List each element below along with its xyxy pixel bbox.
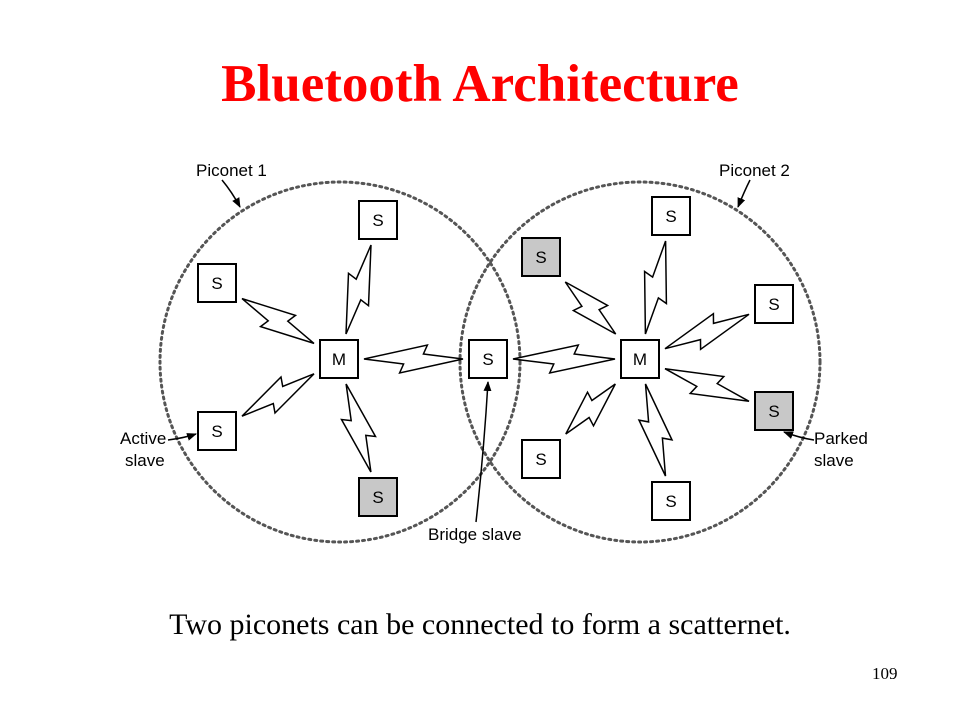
piconet-1-boundary [158,180,522,544]
master-2-letter: M [633,350,647,369]
radio-link-master-2-to-p2-slave-parked-right [664,367,750,403]
p2-slave-parked-top-box [521,237,561,277]
radio-link-master-1-to-p1-slave-top [345,244,372,335]
bridge-slave-node: S [468,339,508,379]
p2-slave-parked-top-letter: S [535,248,546,267]
piconet-2-label: Piconet 2 [719,161,790,180]
bridge-slave-letter: S [482,350,493,369]
radio-link-master-2-to-p2-slave-top [643,240,668,335]
p2-slave-top-box [651,196,691,236]
radio-link-master-1-to-p1-slave-left [241,297,315,345]
p2-slave-bottom-left-letter: S [535,450,546,469]
p1-slave-top-box [358,200,398,240]
p2-slave-bottom-left-node: S [521,439,561,479]
p2-slave-top-node: S [651,196,691,236]
slide-title: Bluetooth Architecture [221,55,739,113]
page-number: 109 [872,664,898,683]
master-2-box [620,339,660,379]
piconet-2-boundary [458,180,822,544]
master-1-node: M [319,339,359,379]
p2-slave-bottom-letter: S [665,492,676,511]
radio-link-master-2-to-bridge-slave [512,343,616,375]
master-1-letter: M [332,350,346,369]
p2-slave-right-letter: S [768,295,779,314]
p2-slave-top-letter: S [665,207,676,226]
p2-slave-parked-top-node: S [521,237,561,277]
slide-caption: Two piconets can be connected to form a … [169,608,791,641]
p1-slave-active-letter: S [211,422,222,441]
active-slave-label-line2: slave [125,451,165,470]
piconet-2-pointer-arrow [737,179,751,208]
master-1-box [319,339,359,379]
radio-link-master-2-to-p2-slave-bottom-left [565,383,616,435]
parked-slave-label-line2: slave [814,451,854,470]
piconet-1-label: Piconet 1 [196,161,267,180]
p1-slave-parked-node: S [358,477,398,517]
p2-slave-bottom-left-box [521,439,561,479]
active-slave-label-line1: Active [120,429,166,448]
p2-slave-right-box [754,284,794,324]
bridge-slave-box [468,339,508,379]
active-slave-pointer-arrow [167,433,197,441]
piconet-1-pointer-arrow [221,179,241,208]
bridge-slave-label: Bridge slave [428,525,522,544]
p1-slave-top-node: S [358,200,398,240]
p1-slave-parked-letter: S [372,488,383,507]
p1-slave-parked-box [358,477,398,517]
p2-slave-bottom-node: S [651,481,691,521]
p2-slave-parked-right-node: S [754,391,794,431]
p2-slave-right-node: S [754,284,794,324]
radio-link-master-1-to-bridge-slave [363,343,464,375]
radio-link-master-1-to-p1-slave-active [241,373,315,417]
radio-link-master-1-to-p1-slave-parked [340,383,377,473]
radio-link-master-2-to-p2-slave-parked-top [564,281,617,335]
parked-slave-pointer-arrow [783,431,815,441]
p1-slave-active-node: S [197,411,237,451]
bridge-slave-pointer-arrow [475,381,492,523]
p1-slave-left-node: S [197,263,237,303]
p1-slave-active-box [197,411,237,451]
radio-link-master-2-to-p2-slave-bottom [637,383,674,477]
p2-slave-parked-right-box [754,391,794,431]
p1-slave-left-box [197,263,237,303]
master-2-node: M [620,339,660,379]
parked-slave-label-line1: Parked [814,429,868,448]
p1-slave-left-letter: S [211,274,222,293]
radio-link-master-2-to-p2-slave-right [664,312,750,351]
p2-slave-parked-right-letter: S [768,402,779,421]
p2-slave-bottom-box [651,481,691,521]
p1-slave-top-letter: S [372,211,383,230]
